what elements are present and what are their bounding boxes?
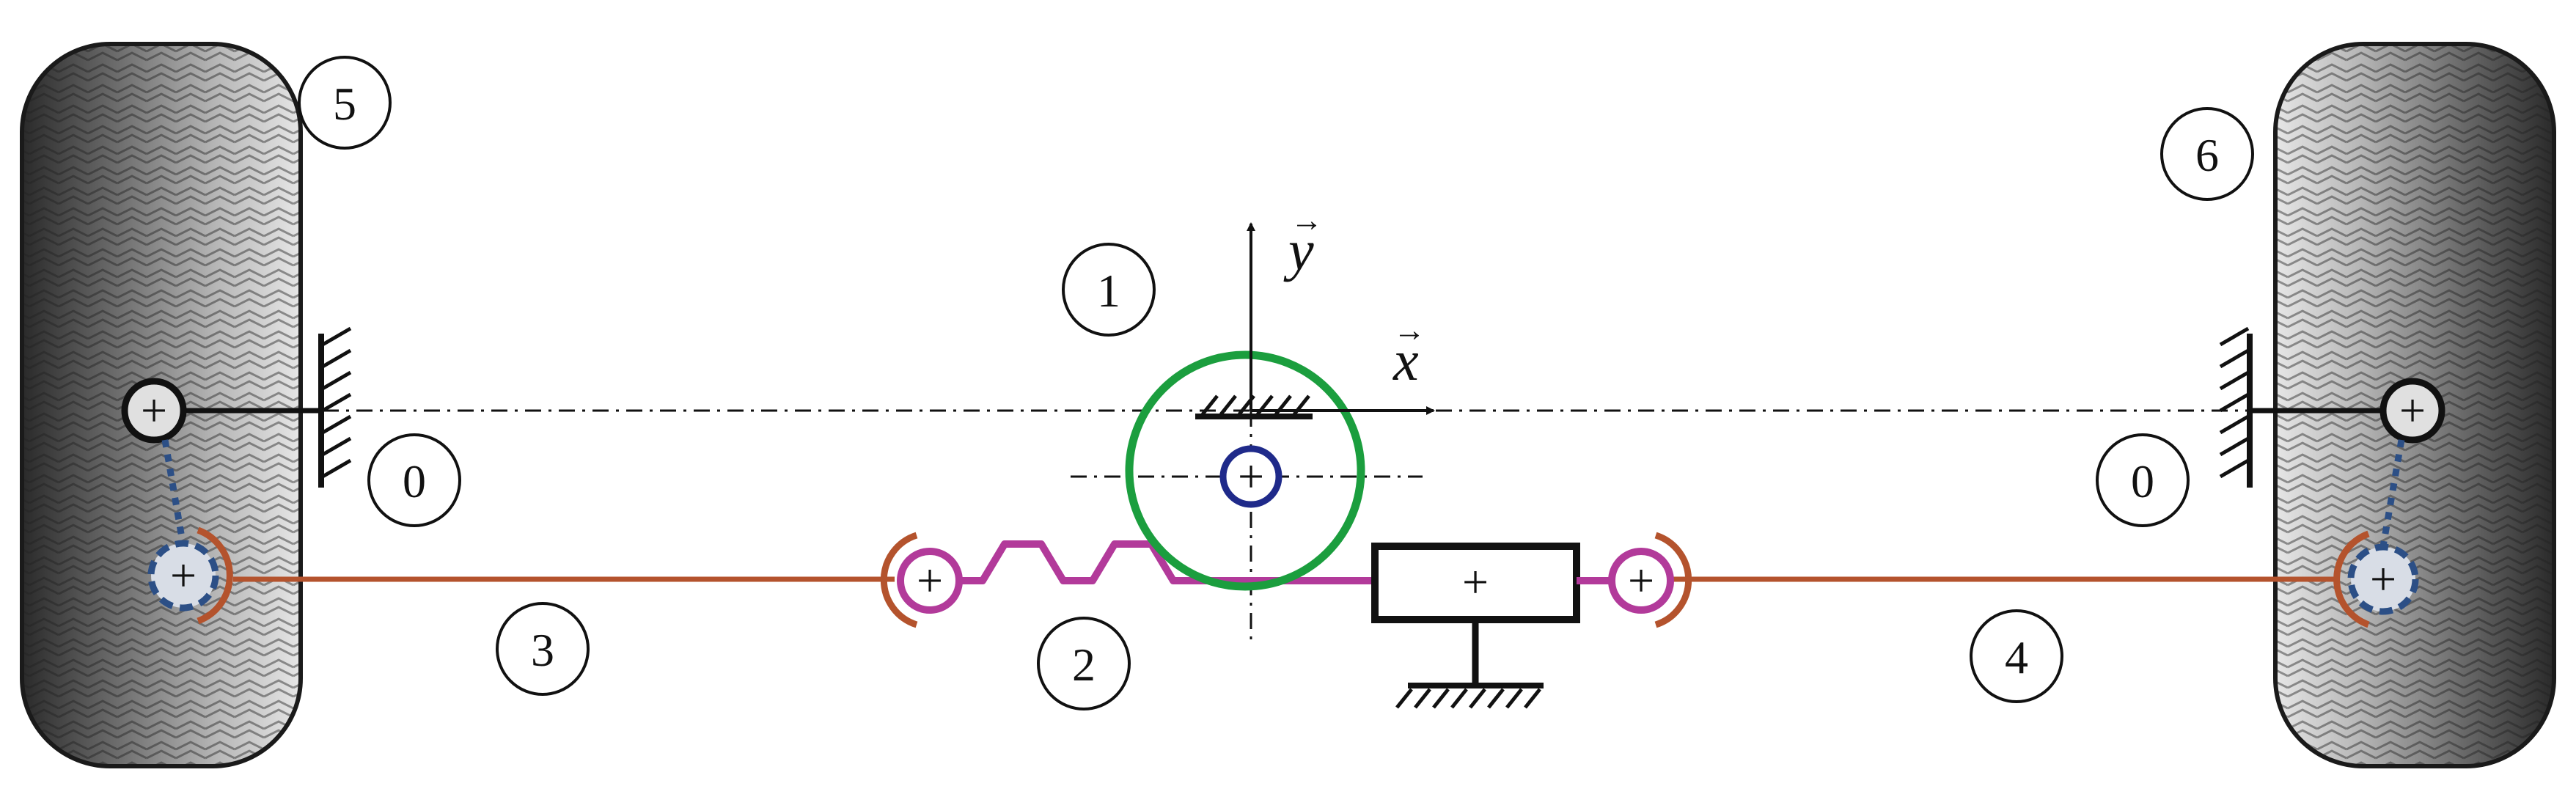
svg-text:6: 6 — [2195, 129, 2219, 181]
right-hub-joint: + — [2379, 378, 2445, 444]
svg-text:2: 2 — [1072, 639, 1096, 691]
left-kingpin-joint: + — [147, 526, 233, 625]
damper-plus: + — [1462, 556, 1489, 608]
svg-text:→: → — [1291, 202, 1323, 238]
left-hub-plus: + — [141, 384, 167, 436]
svg-text:3: 3 — [531, 624, 554, 676]
right-kingpin-joint: + — [2333, 530, 2419, 628]
y-axis-label: y → — [1283, 202, 1323, 282]
left-hub-joint: + — [121, 378, 187, 444]
right-hub-plus: + — [2399, 384, 2426, 436]
svg-text:→: → — [1393, 312, 1425, 348]
label-2: 2 — [1037, 617, 1131, 710]
left-kingpin-plus: + — [170, 549, 197, 601]
left-ground-support — [154, 326, 352, 488]
label-5: 5 — [298, 56, 392, 150]
label-3: 3 — [496, 602, 590, 696]
right-rack-joint: + — [1608, 532, 1692, 628]
svg-text:4: 4 — [2005, 631, 2028, 683]
pinion-wheel — [1125, 350, 1365, 591]
svg-text:y: y — [1283, 218, 1314, 282]
label-0-left: 0 — [367, 433, 461, 527]
right-rack-joint-plus: + — [1628, 554, 1654, 606]
right-kingpin-link — [2379, 439, 2405, 547]
svg-text:0: 0 — [2131, 455, 2154, 507]
pinion-center: + — [1219, 445, 1283, 508]
svg-text:5: 5 — [333, 78, 356, 130]
left-rack-joint: + — [880, 532, 963, 628]
rack-spring — [959, 540, 1371, 584]
label-1: 1 — [1062, 243, 1156, 337]
pinion-plus: + — [1238, 450, 1264, 502]
damper: + — [1371, 543, 1580, 709]
svg-text:x: x — [1392, 328, 1419, 392]
svg-text:1: 1 — [1097, 265, 1120, 317]
label-4: 4 — [1970, 609, 2063, 703]
label-6: 6 — [2160, 107, 2254, 201]
x-axis-label: x → — [1392, 312, 1425, 392]
left-kingpin-link — [161, 439, 187, 547]
right-kingpin-plus: + — [2370, 553, 2396, 605]
label-0-right: 0 — [2096, 433, 2190, 527]
svg-text:0: 0 — [403, 455, 426, 507]
pinion-fixed-support — [1195, 394, 1313, 419]
left-rack-joint-plus: + — [917, 554, 943, 606]
